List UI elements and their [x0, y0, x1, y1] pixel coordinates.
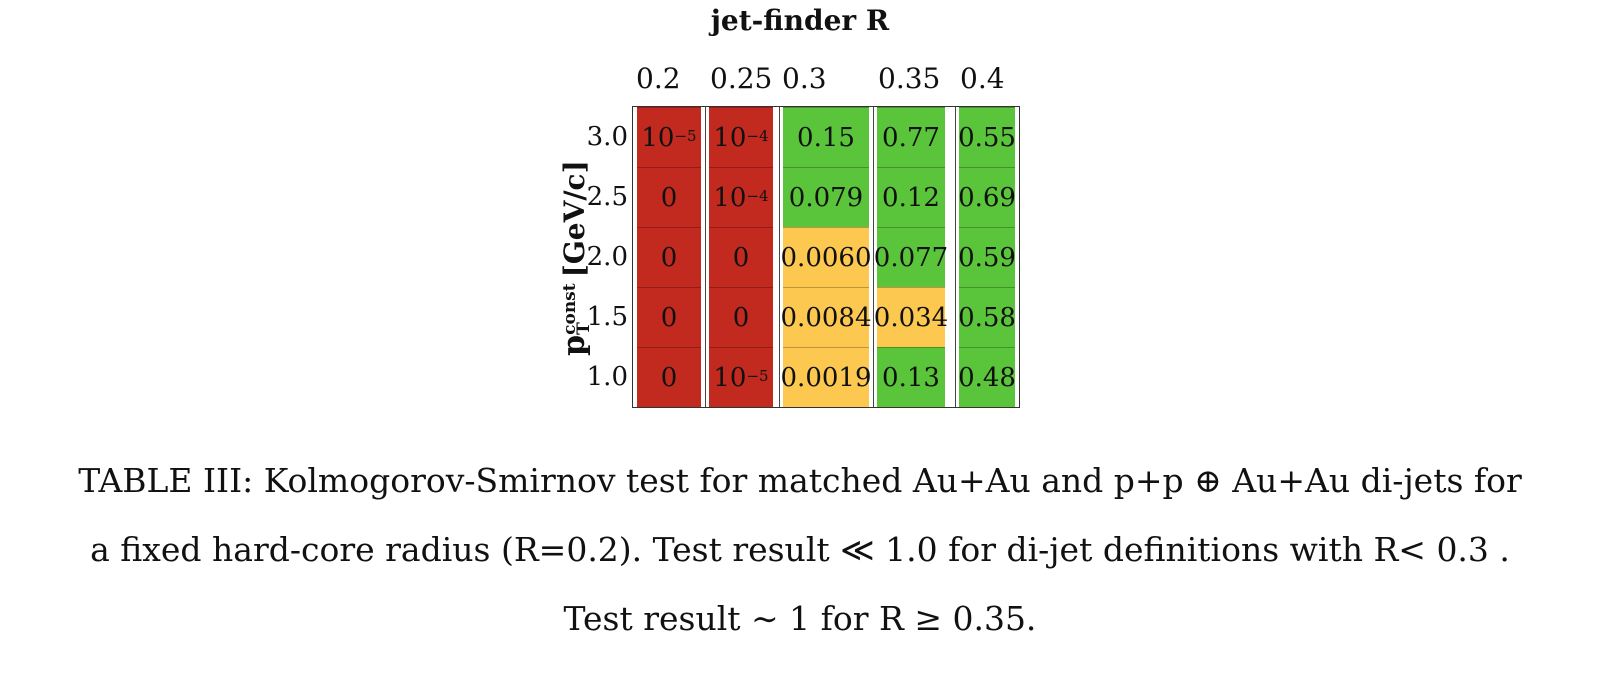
table-cell: 10−4 — [709, 167, 773, 227]
table-cell: 0 — [637, 227, 701, 287]
cell-exponent: −4 — [746, 186, 769, 205]
caption-line-3: Test result ∼ 1 for R ≥ 0.35. — [563, 599, 1037, 638]
table-cell: 0.034 — [873, 287, 949, 347]
table-cell: 10−5 — [637, 107, 701, 167]
caption-line-2: a fixed hard-core radius (R=0.2). Test r… — [90, 530, 1510, 569]
cell-value: 10 — [713, 362, 747, 393]
cell-value: 0.079 — [788, 182, 864, 213]
cell-value: 0 — [660, 362, 678, 393]
cell-value: 0.77 — [882, 122, 940, 153]
table-cell: 0.0060 — [780, 227, 872, 287]
table-cell: 0 — [637, 347, 701, 407]
row-label: 2.5 — [586, 182, 628, 212]
cell-value: 10 — [713, 122, 747, 153]
table-cell: 0.0084 — [780, 287, 872, 347]
column-separator — [779, 107, 780, 407]
cell-value: 0 — [732, 302, 750, 333]
cell-exponent: −4 — [746, 126, 769, 145]
cell-value: 0.55 — [958, 122, 1016, 153]
table-title: jet-finder R — [710, 4, 890, 37]
table-cell: 0 — [709, 227, 773, 287]
cell-value: 0.077 — [873, 242, 949, 273]
column-header: 0.2 — [636, 62, 681, 95]
cell-value: 0 — [660, 182, 678, 213]
table-cell: 0.077 — [873, 227, 949, 287]
cell-value: 0.15 — [797, 122, 855, 153]
cell-value: 0 — [660, 302, 678, 333]
table-cell: 0.77 — [877, 107, 945, 167]
table-cell: 0.0019 — [780, 347, 872, 407]
column-header: 0.35 — [878, 62, 941, 95]
cell-value: 0.58 — [958, 302, 1016, 333]
table-cell: 0.48 — [958, 347, 1016, 407]
table-cell: 0 — [637, 287, 701, 347]
cell-value: 0.48 — [958, 362, 1016, 393]
cell-value: 0.0019 — [780, 362, 872, 393]
cell-value: 0.59 — [958, 242, 1016, 273]
table-cell: 0.12 — [877, 167, 945, 227]
table-cell: 0.59 — [958, 227, 1016, 287]
cell-value: 0.034 — [873, 302, 949, 333]
cell-exponent: −5 — [746, 366, 769, 385]
table-cell: 10−4 — [709, 107, 773, 167]
table-cell: 0.58 — [958, 287, 1016, 347]
cell-exponent: −5 — [674, 126, 697, 145]
cell-value: 0.0060 — [780, 242, 872, 273]
table-cell: 10−5 — [709, 347, 773, 407]
table-cell: 0.13 — [877, 347, 945, 407]
cell-value: 0.0084 — [780, 302, 872, 333]
table-cell: 0.55 — [958, 107, 1016, 167]
cell-value: 0.69 — [958, 182, 1016, 213]
row-label: 1.5 — [586, 302, 628, 332]
cell-value: 0 — [732, 242, 750, 273]
cell-value: 0.12 — [882, 182, 940, 213]
row-label: 3.0 — [586, 122, 628, 152]
table-cell: 0.079 — [783, 167, 869, 227]
caption-line-1: TABLE III: Kolmogorov-Smirnov test for m… — [78, 461, 1522, 500]
column-header: 0.4 — [960, 62, 1005, 95]
ylabel-symbol: p — [557, 334, 592, 356]
table-caption: TABLE III: Kolmogorov-Smirnov test for m… — [0, 446, 1600, 653]
row-label: 2.0 — [586, 242, 628, 272]
cell-value: 0 — [660, 242, 678, 273]
column-header: 0.3 — [782, 62, 827, 95]
table-cell: 0.15 — [783, 107, 869, 167]
column-separator — [873, 107, 874, 407]
column-separator — [955, 107, 956, 407]
ylabel-unit: [GeV/c] — [558, 160, 591, 278]
table-cell: 0.69 — [958, 167, 1016, 227]
cell-value: 10 — [713, 182, 747, 213]
row-label: 1.0 — [586, 362, 628, 392]
cell-value: 0.13 — [882, 362, 940, 393]
column-separator — [705, 107, 706, 407]
table-cell: 0 — [709, 287, 773, 347]
column-header: 0.25 — [710, 62, 773, 95]
table-cell: 0 — [637, 167, 701, 227]
cell-value: 10 — [641, 122, 675, 153]
